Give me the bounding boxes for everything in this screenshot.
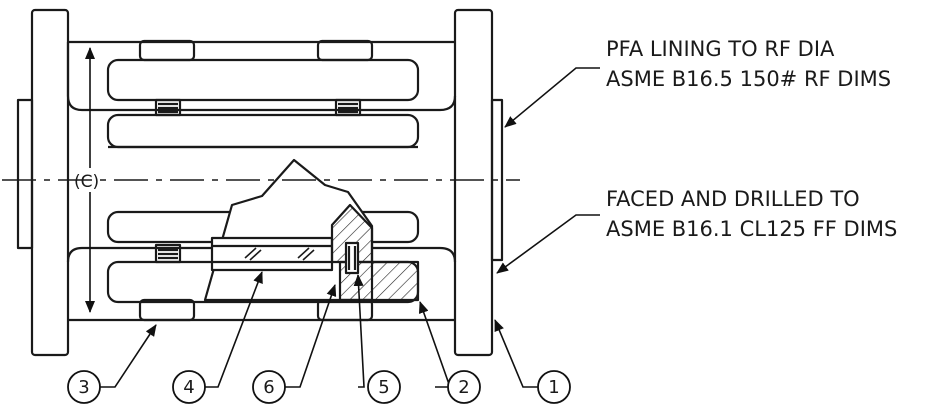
dimension-c-label: (C) [74, 172, 99, 192]
callout-1-label: 1 [548, 377, 559, 398]
facing-note: FACED AND DRILLED TO ASME B16.1 CL125 FF… [606, 184, 897, 244]
upper-bolt-plate-top [106, 58, 420, 102]
pfa-lining-section [330, 203, 374, 264]
left-flange [30, 8, 70, 357]
lower-nut-left [138, 298, 196, 322]
facing-leader [496, 214, 600, 274]
upper-nut-right [316, 39, 374, 62]
callout-4-label: 4 [183, 377, 194, 398]
facing-note-line2: ASME B16.1 CL125 FF DIMS [606, 217, 898, 241]
callout-5-label: 5 [378, 377, 389, 398]
right-flange [453, 8, 494, 357]
facing-note-line1: FACED AND DRILLED TO [606, 187, 860, 211]
callout-6: 6 [252, 370, 286, 404]
callout-4: 4 [172, 370, 206, 404]
callout-2: 2 [447, 370, 481, 404]
upper-body-contour [66, 42, 457, 112]
lining-note-line1: PFA LINING TO RF DIA [606, 37, 835, 61]
callout-5: 5 [367, 370, 401, 404]
upper-spacer-right [334, 98, 362, 117]
callout-2-label: 2 [458, 377, 469, 398]
glass-tube [210, 236, 334, 272]
callout-1: 1 [537, 370, 571, 404]
callout-6-label: 6 [263, 377, 274, 398]
lining-note: PFA LINING TO RF DIA ASME B16.5 150# RF … [606, 34, 891, 94]
upper-spacer-left [154, 98, 182, 117]
left-flange-face [16, 98, 34, 250]
lining-leader [504, 67, 600, 128]
lining-note-line2: ASME B16.5 150# RF DIMS [606, 67, 892, 91]
gasket [344, 241, 360, 275]
upper-nut-left [138, 39, 196, 62]
callout-3-label: 3 [78, 377, 89, 398]
upper-bolt-plate-bottom [106, 113, 420, 149]
lower-spacer-left [154, 243, 182, 264]
callout-3: 3 [67, 370, 101, 404]
